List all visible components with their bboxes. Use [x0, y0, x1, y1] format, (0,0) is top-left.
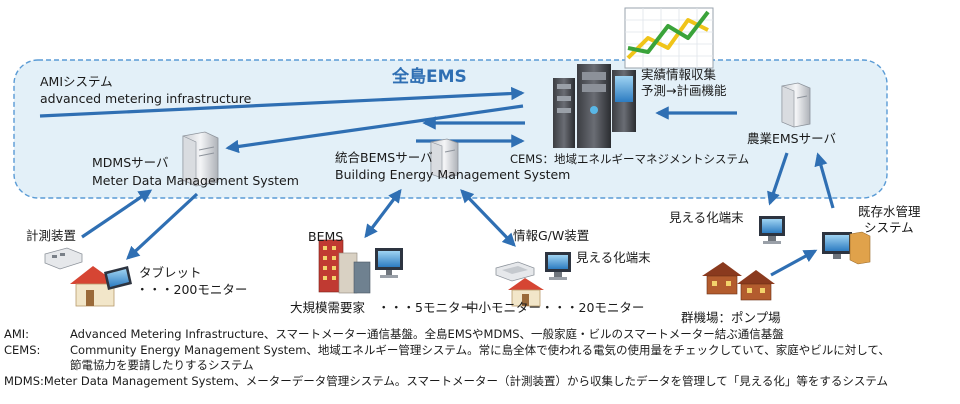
bems-server-sublabel: Building Energy Management System [335, 167, 570, 182]
performance-chart-icon [624, 7, 714, 69]
bems-server-label: 統合BEMSサーバ [335, 150, 433, 165]
connection-arrows [39, 86, 835, 277]
legend-cems: CEMS: Community Energy Management System… [4, 343, 958, 359]
forecast-label: 予測→計画機能 [641, 83, 727, 98]
water-system-sublabel: システム [864, 220, 914, 235]
viz-terminal-right-label: 見える化端末 [669, 210, 744, 225]
arrow-mdms-to-tablet [126, 192, 199, 260]
mdms-sublabel: Meter Data Management System [92, 173, 299, 188]
performance-label: 実績情報収集 [641, 67, 717, 82]
legend: AMI: Advanced Metering Infrastructure、スマ… [4, 327, 958, 389]
pump-station-label: 群機場：ポンプ場 [681, 310, 781, 325]
house-tablet-icon [70, 266, 132, 307]
legend-cems-text: Community Energy Management System、地域エネル… [70, 342, 890, 357]
mdms-label: MDMSサーバ [92, 155, 169, 170]
ems-region [13, 59, 888, 199]
arrow-agri-to-viz [767, 152, 789, 206]
meter-label: 計測装置 [26, 228, 76, 243]
legend-ami-text: Advanced Metering Infrastructure、スマートメータ… [70, 327, 784, 341]
mdms-server-icon [182, 131, 219, 187]
legend-mdms: MDMS: Meter Data Management System、メーターデ… [4, 374, 958, 390]
agri-ems-server-icon [781, 82, 811, 128]
water-system-label: 既存水管理 [858, 204, 921, 219]
water-system-icon [822, 231, 871, 265]
arrow-cems-to-mdms [225, 104, 524, 154]
bems-label: BEMS [308, 229, 343, 244]
legend-cems-abbr: CEMS: [4, 342, 41, 357]
tablet-count-label: ・・・200モニター [136, 282, 247, 297]
ami-sublabel: advanced metering infrastructure [40, 91, 252, 106]
ami-label: AMIシステム [40, 74, 113, 89]
arrow-water-to-agri [814, 152, 835, 209]
viz-terminal-icon [759, 216, 785, 244]
arrow-ami-to-cems [39, 86, 525, 118]
arrow-meter-to-mdms [81, 189, 153, 239]
large-buildings-icon [318, 239, 403, 294]
legend-ami-abbr: AMI: [4, 327, 30, 341]
sme-label: 中小モニター・・・20モニター [466, 300, 644, 315]
tablet-label: タブレット [139, 265, 202, 280]
arrow-pump-to-water [770, 249, 818, 277]
pump-station-icon [702, 262, 775, 301]
legend-ami: AMI: Advanced Metering Infrastructure、スマ… [4, 327, 958, 343]
cems-label: CEMS：地域エネルギーマネジメントシステム [510, 152, 749, 166]
meter-device-icon [44, 247, 83, 270]
legend-mdms-text: Meter Data Management System、メーターデータ管理シス… [43, 373, 889, 388]
legend-cems-continuation: 節電協力を要請したりするシステム [70, 358, 254, 372]
diagram-canvas: 全島EMS AMIシステム advanced metering infrastr… [13, 7, 921, 325]
legend-mdms-abbr: MDMS: [4, 373, 44, 388]
arrow-bems-large [364, 188, 402, 239]
agri-server-label: 農業EMSサーバ [747, 131, 836, 146]
gateway-label: 情報G/W装置 [513, 228, 589, 243]
arrow-bems-sme [460, 189, 516, 247]
viz-terminal-mid-label: 見える化端末 [576, 250, 651, 265]
bems-server-icon [430, 138, 459, 179]
cems-server-icon [553, 64, 636, 148]
diagram-title: 全島EMS [391, 66, 467, 87]
gateway-house-icon [495, 252, 571, 307]
large-customer-label: 大規模需要家 ・・・5モニター [290, 300, 473, 315]
